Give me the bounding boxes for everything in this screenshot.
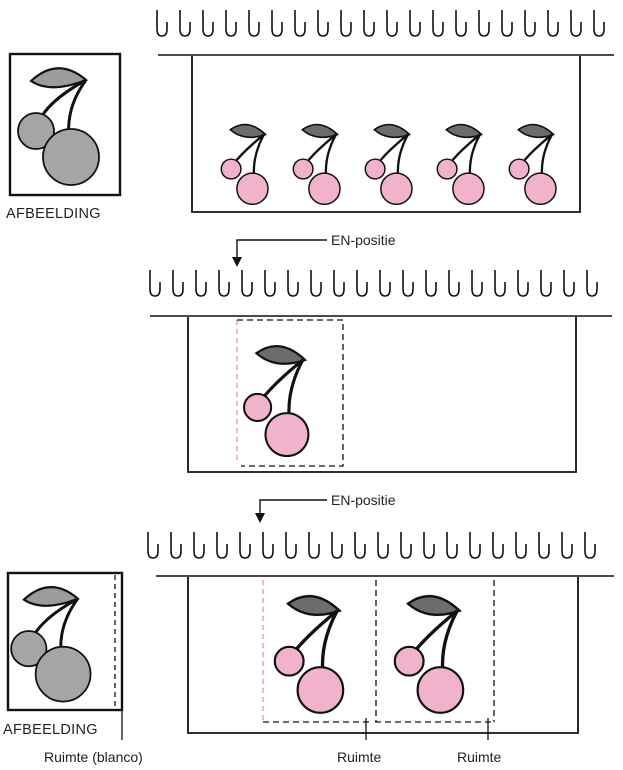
bottom-pink-cherry-icon-2 bbox=[393, 594, 465, 715]
bottom-position-arrow bbox=[255, 499, 327, 523]
middle-position-arrow bbox=[232, 239, 327, 267]
pink-cherry-icon bbox=[220, 123, 270, 206]
bottom-character-ruler bbox=[147, 531, 596, 559]
middle-position-label: EN-positie bbox=[331, 232, 396, 248]
blank-space-label: Ruimte (blanco) bbox=[44, 749, 143, 765]
space-label-1: Ruimte bbox=[337, 749, 382, 765]
pink-cherry-icon bbox=[508, 123, 558, 206]
middle-character-ruler bbox=[149, 269, 598, 297]
middle-screen-frame bbox=[187, 317, 577, 473]
bottom-position-label: EN-positie bbox=[331, 492, 396, 508]
top-screen-frame bbox=[191, 56, 581, 213]
top-image-label: AFBEELDING bbox=[6, 206, 101, 222]
top-cherry-row bbox=[220, 123, 558, 206]
middle-pink-cherry-icon bbox=[242, 344, 311, 458]
top-character-ruler bbox=[156, 9, 605, 37]
pink-cherry-icon bbox=[364, 123, 414, 206]
pink-cherry-icon bbox=[292, 123, 342, 206]
pink-cherry-icon bbox=[436, 123, 486, 206]
bottom-pink-cherry-icon-1 bbox=[273, 594, 345, 715]
space-label-2: Ruimte bbox=[457, 749, 502, 765]
middle-cell-outline bbox=[237, 319, 344, 467]
bottom-image-label: AFBEELDING bbox=[3, 722, 98, 738]
bottom-screen-frame bbox=[187, 577, 579, 734]
